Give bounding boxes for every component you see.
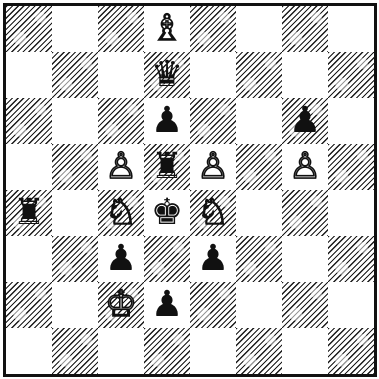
black-pawn-icon[interactable]: ♟ (144, 282, 190, 328)
square-h2[interactable] (328, 282, 374, 328)
black-king-icon[interactable]: ♚ (144, 190, 190, 236)
square-h8[interactable] (328, 6, 374, 52)
black-pawn-icon[interactable]: ♟ (190, 236, 236, 282)
square-d2[interactable]: ♟ (144, 282, 190, 328)
black-rook-icon[interactable]: ♜ (144, 144, 190, 190)
square-a8[interactable] (6, 6, 52, 52)
white-king-icon[interactable]: ♔ (98, 282, 144, 328)
square-e1[interactable] (190, 328, 236, 374)
square-g3[interactable] (282, 236, 328, 282)
square-d5[interactable]: ♜ (144, 144, 190, 190)
square-h5[interactable] (328, 144, 374, 190)
square-f7[interactable] (236, 52, 282, 98)
square-e6[interactable] (190, 98, 236, 144)
square-f2[interactable] (236, 282, 282, 328)
white-knight-icon[interactable]: ♘ (98, 190, 144, 236)
square-g1[interactable] (282, 328, 328, 374)
white-knight-icon[interactable]: ♘ (190, 190, 236, 236)
square-b5[interactable] (52, 144, 98, 190)
square-f5[interactable] (236, 144, 282, 190)
chessboard: ♗♛♟♟♙♜♙♙♜♘♚♘♟♟♔♟ (6, 6, 374, 374)
chessboard-frame: ♗♛♟♟♙♜♙♙♜♘♚♘♟♟♔♟ (3, 3, 377, 377)
square-c2[interactable]: ♔ (98, 282, 144, 328)
square-c1[interactable] (98, 328, 144, 374)
square-f1[interactable] (236, 328, 282, 374)
white-pawn-icon[interactable]: ♙ (190, 144, 236, 190)
white-bishop-icon[interactable]: ♗ (144, 6, 190, 52)
square-b1[interactable] (52, 328, 98, 374)
square-g5[interactable]: ♙ (282, 144, 328, 190)
square-f8[interactable] (236, 6, 282, 52)
square-e5[interactable]: ♙ (190, 144, 236, 190)
white-pawn-icon[interactable]: ♙ (282, 144, 328, 190)
square-d8[interactable]: ♗ (144, 6, 190, 52)
square-g8[interactable] (282, 6, 328, 52)
black-rook-icon[interactable]: ♜ (6, 190, 52, 236)
square-c6[interactable] (98, 98, 144, 144)
square-d6[interactable]: ♟ (144, 98, 190, 144)
square-d1[interactable] (144, 328, 190, 374)
square-h1[interactable] (328, 328, 374, 374)
square-h4[interactable] (328, 190, 374, 236)
square-b8[interactable] (52, 6, 98, 52)
square-e3[interactable]: ♟ (190, 236, 236, 282)
black-pawn-icon[interactable]: ♟ (144, 98, 190, 144)
square-e4[interactable]: ♘ (190, 190, 236, 236)
square-h7[interactable] (328, 52, 374, 98)
square-a1[interactable] (6, 328, 52, 374)
square-c8[interactable] (98, 6, 144, 52)
square-c7[interactable] (98, 52, 144, 98)
square-c3[interactable]: ♟ (98, 236, 144, 282)
square-g2[interactable] (282, 282, 328, 328)
square-e8[interactable] (190, 6, 236, 52)
black-queen-icon[interactable]: ♛ (144, 52, 190, 98)
square-c4[interactable]: ♘ (98, 190, 144, 236)
square-d7[interactable]: ♛ (144, 52, 190, 98)
white-pawn-icon[interactable]: ♙ (98, 144, 144, 190)
square-b4[interactable] (52, 190, 98, 236)
square-b7[interactable] (52, 52, 98, 98)
square-a5[interactable] (6, 144, 52, 190)
square-a3[interactable] (6, 236, 52, 282)
square-a2[interactable] (6, 282, 52, 328)
square-g7[interactable] (282, 52, 328, 98)
square-b3[interactable] (52, 236, 98, 282)
square-a7[interactable] (6, 52, 52, 98)
black-pawn-icon[interactable]: ♟ (282, 98, 328, 144)
square-d4[interactable]: ♚ (144, 190, 190, 236)
square-f6[interactable] (236, 98, 282, 144)
square-e2[interactable] (190, 282, 236, 328)
square-a4[interactable]: ♜ (6, 190, 52, 236)
square-b2[interactable] (52, 282, 98, 328)
square-g4[interactable] (282, 190, 328, 236)
square-a6[interactable] (6, 98, 52, 144)
square-e7[interactable] (190, 52, 236, 98)
square-h3[interactable] (328, 236, 374, 282)
square-b6[interactable] (52, 98, 98, 144)
square-g6[interactable]: ♟ (282, 98, 328, 144)
square-f4[interactable] (236, 190, 282, 236)
square-h6[interactable] (328, 98, 374, 144)
square-c5[interactable]: ♙ (98, 144, 144, 190)
black-pawn-icon[interactable]: ♟ (98, 236, 144, 282)
square-d3[interactable] (144, 236, 190, 282)
square-f3[interactable] (236, 236, 282, 282)
